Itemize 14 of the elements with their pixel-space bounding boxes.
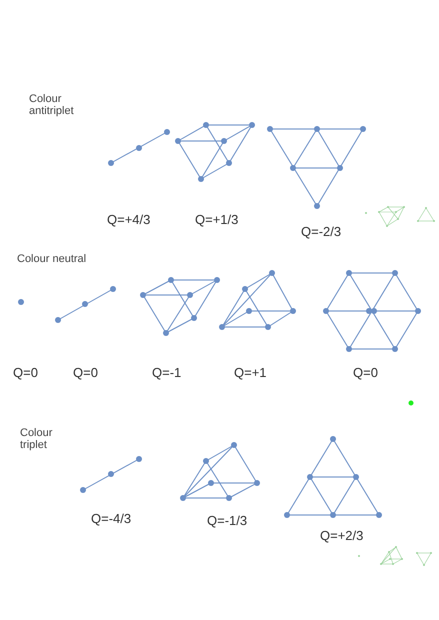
charge-label: Q=-2/3 [301, 224, 342, 239]
charge-label: Q=+2/3 [320, 528, 364, 543]
charge-label: Q=-1/3 [207, 513, 248, 528]
charge-label: Q=0 [13, 365, 39, 380]
charge-label: Q=-4/3 [91, 511, 132, 526]
charge-label: Q=+4/3 [107, 212, 152, 227]
charge-label: Q=-1 [152, 365, 182, 380]
group-heading: Colour neutral [17, 253, 88, 265]
group-heading: Colour triplet [20, 427, 54, 451]
charge-label: Q=+1 [234, 365, 268, 380]
charge-label: Q=+1/3 [195, 212, 240, 227]
charge-label: Q=0 [353, 365, 379, 380]
charge-label: Q=0 [73, 365, 99, 380]
group-heading: Colour antitriplet [29, 93, 75, 117]
